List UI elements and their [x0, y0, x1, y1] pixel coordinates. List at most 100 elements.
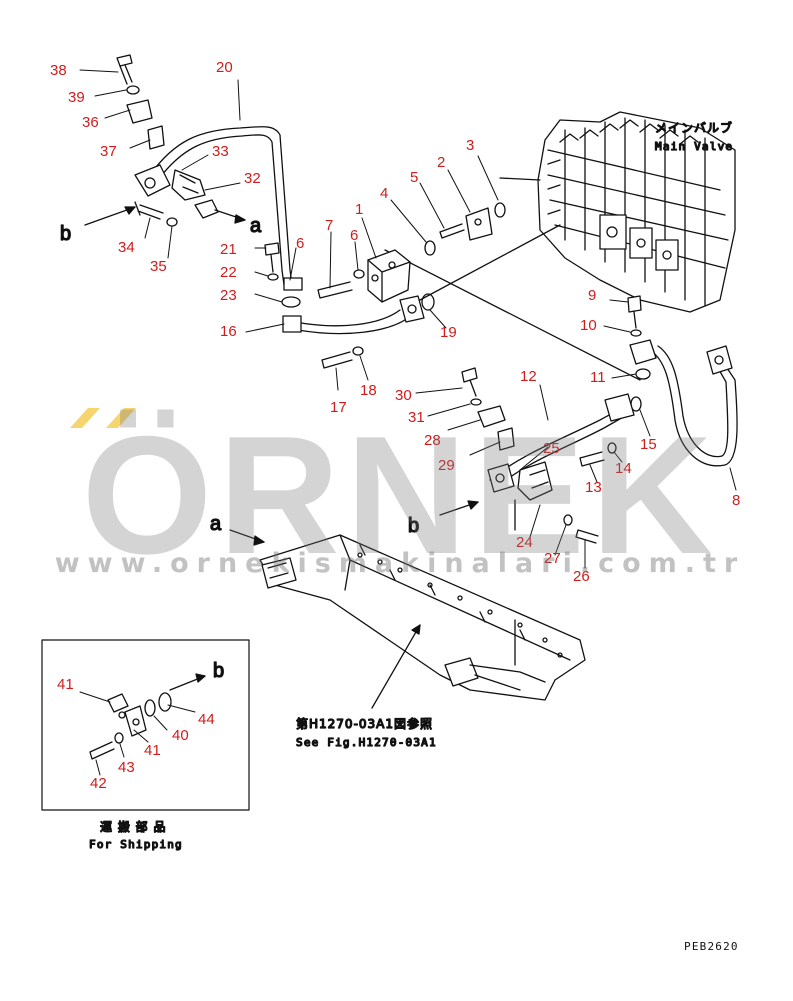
- callout-2: 2: [437, 154, 445, 171]
- bolt-9-drawing: [627, 295, 642, 329]
- callout-40: 40: [172, 727, 189, 744]
- washer-22-drawing: [267, 273, 279, 281]
- callout-leaders: [79, 69, 737, 776]
- bolt-21-drawing: [264, 242, 280, 273]
- callout-41a: 41: [57, 676, 74, 693]
- callout-10: 10: [580, 317, 597, 334]
- callout-30: 30: [395, 387, 412, 404]
- callout-29: 29: [438, 457, 455, 474]
- callout-26: 26: [573, 568, 590, 585]
- watermark-accent-marks: [70, 408, 136, 428]
- connection-label-b-top: b: [60, 223, 71, 245]
- see-fig-pointer: [371, 624, 421, 709]
- callout-21: 21: [220, 241, 237, 258]
- callout-41b: 41: [144, 742, 161, 759]
- connection-label-b-middle: b: [408, 515, 419, 537]
- callout-14: 14: [615, 460, 632, 477]
- arrowhead-a-bottom: [253, 535, 265, 546]
- washer-18-drawing: [352, 346, 364, 356]
- connection-label-a-top: a: [250, 215, 262, 237]
- clamp-28-drawing: [477, 405, 506, 428]
- watermark-url: www.ornekismakinalari.com.tr: [54, 548, 746, 579]
- oring-4-drawing: [424, 240, 436, 256]
- shipping-label-en: For Shipping: [89, 838, 183, 851]
- washer-27-drawing: [563, 514, 573, 526]
- callout-32: 32: [244, 170, 261, 187]
- callout-numbers: 38 39 36 37 20 33 32 34 35 21 22 23 6 16…: [50, 59, 740, 792]
- oring-11-drawing: [635, 368, 651, 380]
- see-fig-label-jp: 第H1270-03A1図参照: [296, 716, 433, 731]
- callout-42: 42: [90, 775, 107, 792]
- callout-16: 16: [220, 323, 237, 340]
- bolt-7-drawing: [317, 281, 353, 299]
- arrowhead-a-top: [234, 214, 246, 224]
- callout-n6b: 6: [350, 227, 358, 244]
- washer-10-drawing: [630, 329, 642, 337]
- callout-36: 36: [82, 114, 99, 131]
- for-shipping-inset-box: [41, 639, 250, 811]
- hose-16-drawing: [282, 295, 425, 335]
- callout-28: 28: [424, 432, 441, 449]
- callout-13: 13: [585, 479, 602, 496]
- callout-11: 11: [590, 369, 606, 386]
- callout-20: 20: [216, 59, 233, 76]
- tube-12-drawing: [487, 393, 635, 501]
- callout-1: 1: [355, 201, 363, 218]
- flange-2-drawing: [465, 207, 493, 241]
- see-fig-label-en: See Fig.H1270-03A1: [296, 736, 437, 749]
- washer-6-drawing: [353, 269, 365, 279]
- tube-8-drawing: [629, 339, 738, 467]
- callout-6: 6: [296, 235, 304, 252]
- callout-35: 35: [150, 258, 167, 275]
- connection-label-a-bottom: a: [210, 513, 222, 535]
- oring-19-drawing: [421, 293, 435, 311]
- connection-label-b-shipping: b: [213, 660, 224, 682]
- callout-24: 24: [516, 534, 533, 551]
- bolt-17-drawing: [321, 351, 353, 369]
- oring-23-drawing: [281, 296, 301, 308]
- spacer-29-drawing: [497, 427, 515, 451]
- callout-27: 27: [544, 550, 561, 567]
- leader-line-oring-3: [499, 177, 541, 181]
- shipping-label-jp: 運 搬 部 品: [100, 819, 166, 834]
- callout-22: 22: [220, 264, 237, 281]
- callout-44: 44: [198, 711, 215, 728]
- callout-43: 43: [118, 759, 135, 776]
- callout-31: 31: [408, 409, 425, 426]
- see-fig-arrowhead: [411, 624, 421, 635]
- callout-9: 9: [588, 287, 596, 304]
- callout-19: 19: [440, 324, 457, 341]
- callout-3: 3: [466, 137, 474, 154]
- watermark-brand: ÖRNEK: [81, 401, 719, 589]
- callout-5: 5: [410, 169, 418, 186]
- arrowhead-b-middle: [467, 500, 479, 510]
- bolt-34-drawing: [134, 201, 164, 220]
- callout-7: 7: [325, 217, 333, 234]
- valve-block-1-drawing: [367, 249, 411, 303]
- callout-33: 33: [212, 143, 229, 160]
- main-valve-drawing: [537, 111, 736, 313]
- washer-14-drawing: [607, 442, 617, 454]
- bracket-32-drawing: [194, 199, 219, 219]
- shipping-parts-drawing: [89, 673, 206, 760]
- callout-17: 17: [330, 399, 347, 416]
- oring-3-drawing: [494, 202, 506, 218]
- washer-35-drawing: [166, 217, 178, 227]
- callout-4: 4: [380, 185, 388, 202]
- leader-line-hose-16: [419, 224, 561, 301]
- figure-code: PEB2620: [684, 940, 739, 953]
- arrowhead-b-top: [124, 206, 136, 215]
- bolt-13-drawing: [579, 451, 605, 467]
- callout-18: 18: [360, 382, 377, 399]
- washer-31-drawing: [470, 398, 482, 406]
- callout-25: 25: [543, 440, 560, 457]
- leader-line-valve-block: [384, 249, 641, 381]
- tube-assembly-20: [134, 126, 303, 291]
- callout-23: 23: [220, 287, 237, 304]
- callout-12: 12: [520, 368, 537, 385]
- bolt-26-drawing: [575, 529, 599, 544]
- main-valve-label-jp: メインバルブ: [655, 120, 733, 135]
- main-valve-label-en: Main Valve: [655, 140, 733, 153]
